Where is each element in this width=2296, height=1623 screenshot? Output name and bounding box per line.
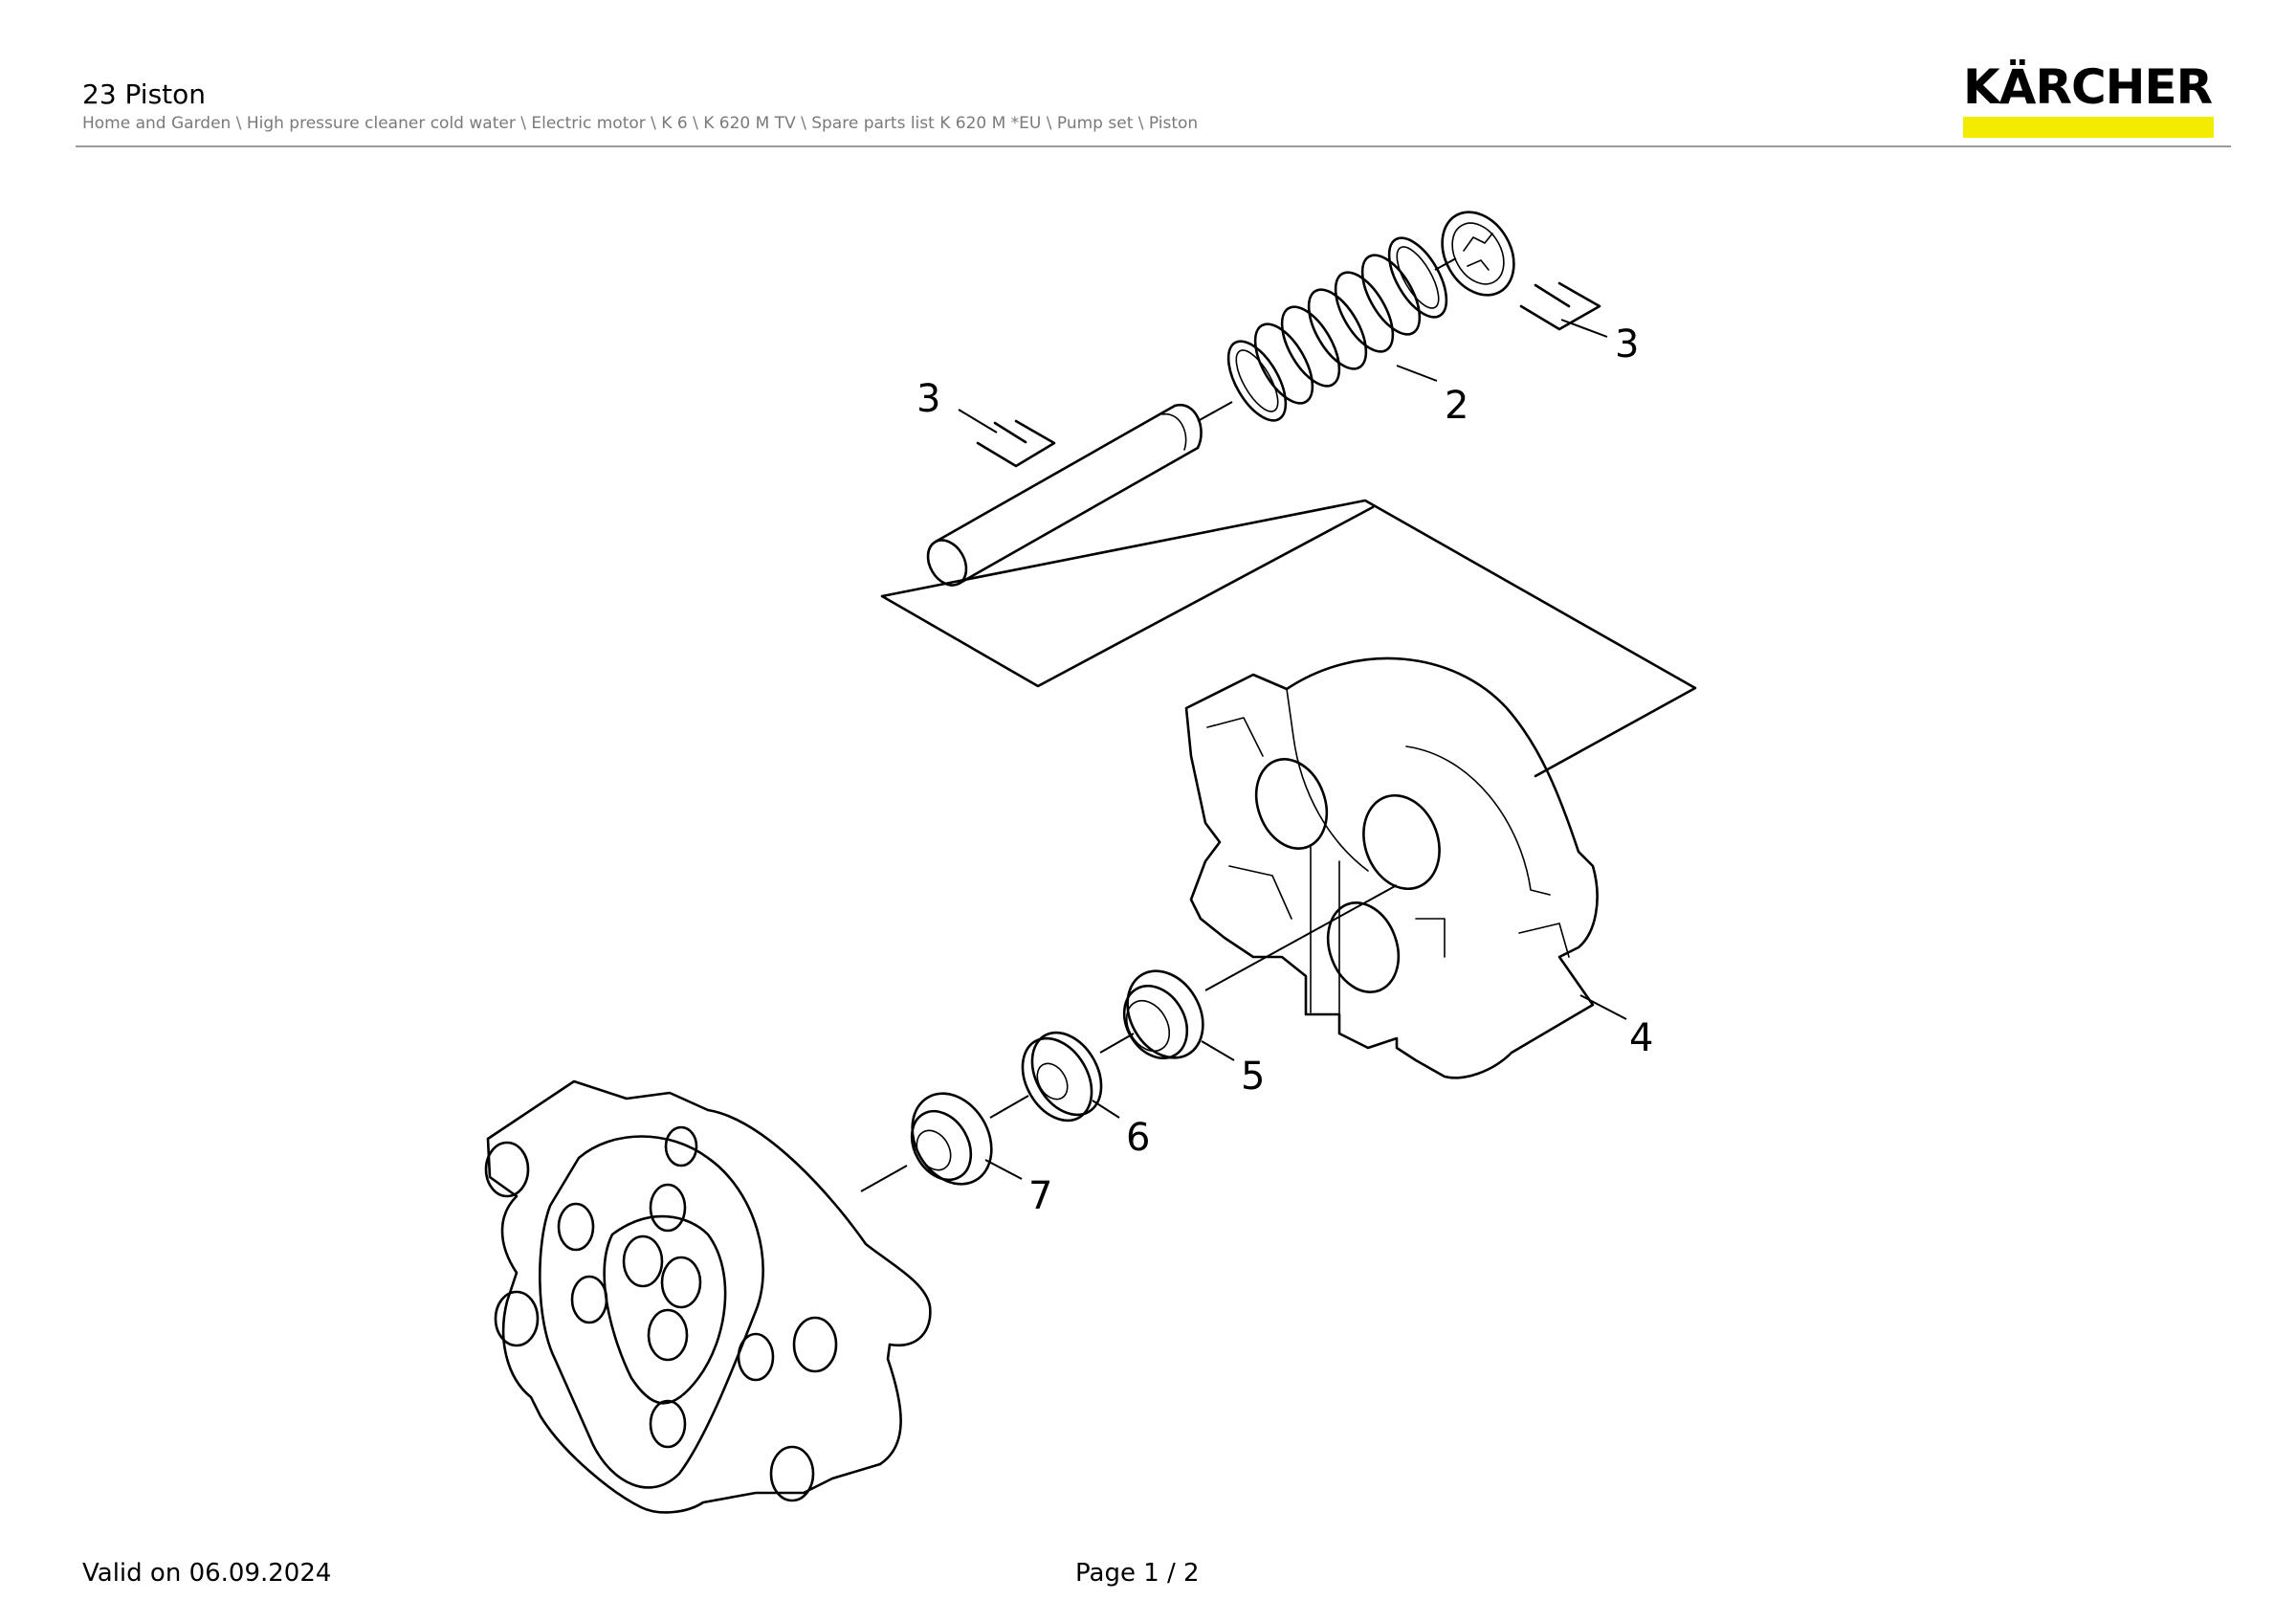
seal-6-part	[1021, 1031, 1135, 1123]
group-bracket	[880, 499, 1697, 778]
leader-callout-7	[984, 1159, 1023, 1180]
callout-label: 3	[1615, 322, 1639, 367]
callout-label: 3	[916, 377, 940, 421]
valid-date: Valid on 06.09.2024	[82, 1559, 332, 1588]
header-divider	[76, 145, 2231, 147]
brand-logo-wordmark: KÄRCHER	[1963, 59, 2213, 115]
pump-housing-part	[1184, 656, 1599, 1079]
brand-logo: KÄRCHER	[1963, 59, 2214, 138]
leader-callout-3-left	[958, 409, 998, 434]
leader-callout-3-right	[1560, 319, 1608, 338]
page-indicator: Page 1 / 2	[1075, 1559, 1200, 1588]
callout-label: 2	[1445, 384, 1468, 428]
callout-label: 5	[1241, 1055, 1265, 1099]
leader-callout-4	[1579, 994, 1627, 1020]
brand-logo-bar	[1963, 117, 2214, 138]
leader-callout-2	[1396, 365, 1438, 382]
breadcrumb: Home and Garden \ High pressure cleaner …	[82, 114, 1199, 133]
washer-part	[1441, 211, 1515, 297]
seal-5-part	[1122, 969, 1204, 1060]
callout-label: 4	[1629, 1016, 1653, 1060]
valve-housing-part	[484, 1079, 932, 1514]
piston-part	[926, 401, 1233, 587]
callout-3-symbol-lower	[976, 419, 1056, 468]
spring-part	[1226, 236, 1457, 422]
leader-callout-6	[1092, 1100, 1120, 1119]
page-title: 23 Piston	[82, 78, 207, 110]
callout-label: 6	[1126, 1116, 1150, 1160]
leader-callout-5	[1201, 1040, 1235, 1061]
callout-3-symbol-upper	[1519, 281, 1601, 331]
callout-label: 7	[1028, 1174, 1052, 1218]
seal-7-part	[860, 1092, 1029, 1192]
